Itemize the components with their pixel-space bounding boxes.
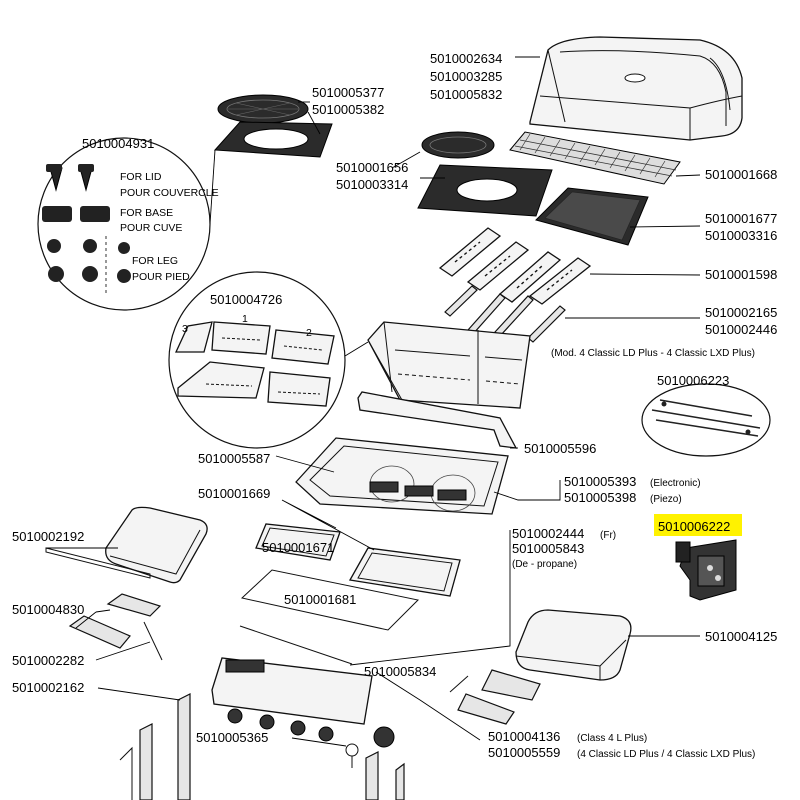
callout-for-base: FOR BASE bbox=[120, 207, 173, 219]
label-5010005559: 5010005559 bbox=[488, 745, 560, 760]
control-panel bbox=[211, 625, 373, 742]
firebox bbox=[367, 321, 531, 409]
heat-shield bbox=[357, 391, 518, 449]
igniter-parts bbox=[345, 726, 395, 768]
label-5010005398: 5010005398 bbox=[564, 490, 636, 505]
left-side-shelf bbox=[45, 506, 208, 584]
callout-for-lid: FOR LID bbox=[120, 171, 162, 183]
burner-tubes bbox=[444, 285, 566, 343]
label-5010005834: 5010005834 bbox=[364, 664, 436, 679]
label-5010001598: 5010001598 bbox=[705, 267, 777, 282]
label-5010001677: 5010001677 bbox=[705, 211, 777, 226]
label-5010005393: 5010005393 bbox=[564, 474, 636, 489]
lid-part bbox=[529, 36, 743, 141]
label-model-note: (Mod. 4 Classic LD Plus - 4 Classic LXD … bbox=[551, 348, 755, 359]
round-grill-rack bbox=[217, 94, 309, 124]
callout-for-leg: FOR LEG bbox=[132, 255, 178, 267]
label-5010002192: 5010002192 bbox=[12, 529, 84, 544]
label-5010004726: 5010004726 bbox=[210, 292, 282, 307]
label-5010005587: 5010005587 bbox=[198, 451, 270, 466]
label-5010001681: 5010001681 bbox=[284, 592, 356, 607]
highlight-box bbox=[654, 514, 742, 536]
label-5010002634: 5010002634 bbox=[430, 51, 502, 66]
label-5010004830: 5010004830 bbox=[12, 602, 84, 617]
callout-pour-cuve: POUR CUVE bbox=[120, 222, 182, 234]
label-5010001669: 5010001669 bbox=[198, 486, 270, 501]
label-fr: (Fr) bbox=[600, 530, 616, 541]
label-5010006223: 5010006223 bbox=[657, 373, 729, 388]
cart-legs bbox=[119, 693, 405, 800]
ignition-module bbox=[675, 539, 737, 601]
label-5010005382: 5010005382 bbox=[312, 102, 384, 117]
label-5010001668: 5010001668 bbox=[705, 167, 777, 182]
callout-labels: FOR LID POUR COUVERCLE FOR BASE POUR CUV… bbox=[120, 171, 312, 339]
part-labels: 5010002634 5010003285 5010005832 5010005… bbox=[12, 51, 777, 760]
callout-pour-pied: POUR PIED bbox=[132, 271, 190, 283]
round-grill-center bbox=[421, 131, 495, 159]
tray-rail bbox=[240, 569, 420, 631]
label-5010005843: 5010005843 bbox=[512, 541, 584, 556]
callout-number-3: 3 bbox=[182, 323, 188, 335]
leader-lines bbox=[46, 56, 701, 747]
label-5010002444: 5010002444 bbox=[512, 526, 584, 541]
label-5010003285: 5010003285 bbox=[430, 69, 502, 84]
griddle-plate bbox=[535, 187, 649, 246]
cast-iron-grate-left bbox=[417, 164, 553, 217]
right-side-shelf bbox=[515, 609, 632, 681]
callout-number-2: 2 bbox=[306, 327, 312, 339]
label-5010001656: 5010001656 bbox=[336, 160, 408, 175]
label-5010002165: 5010002165 bbox=[705, 305, 777, 320]
label-5010003316: 5010003316 bbox=[705, 228, 777, 243]
label-4-classic-ld-lxd: (4 Classic LD Plus / 4 Classic LXD Plus) bbox=[577, 749, 755, 760]
label-piezo: (Piezo) bbox=[650, 494, 682, 505]
callout-pour-couvercle: POUR COUVERCLE bbox=[120, 187, 219, 199]
label-5010001671: 5010001671 bbox=[262, 540, 334, 555]
label-5010004931: 5010004931 bbox=[82, 136, 154, 151]
label-5010005596: 5010005596 bbox=[524, 441, 596, 456]
hardware-kit-zoom bbox=[37, 137, 216, 311]
label-5010005832: 5010005832 bbox=[430, 87, 502, 102]
label-de-propane: (De - propane) bbox=[512, 559, 577, 570]
label-5010005365: 5010005365 bbox=[196, 730, 268, 745]
label-5010002162: 5010002162 bbox=[12, 680, 84, 695]
callout-number-1: 1 bbox=[242, 313, 248, 325]
label-5010006222: 5010006222 bbox=[658, 519, 730, 534]
heat-deflector-zoom bbox=[168, 271, 369, 449]
grate-frame-plate bbox=[213, 121, 333, 158]
drip-tray-large bbox=[348, 547, 461, 597]
label-5010004136: 5010004136 bbox=[488, 729, 560, 744]
bottom-frame bbox=[295, 437, 509, 515]
flame-tamers bbox=[438, 227, 592, 305]
left-brackets bbox=[68, 593, 163, 661]
label-5010004125: 5010004125 bbox=[705, 629, 777, 644]
label-5010005377: 5010005377 bbox=[312, 85, 384, 100]
label-electronic: (Electronic) bbox=[650, 478, 701, 489]
label-5010002446: 5010002446 bbox=[705, 322, 777, 337]
label-5010002282: 5010002282 bbox=[12, 653, 84, 668]
right-brackets bbox=[449, 669, 541, 725]
warming-rack bbox=[509, 131, 681, 185]
label-class-4-l-plus: (Class 4 L Plus) bbox=[577, 733, 647, 744]
skewer-kit-zoom bbox=[641, 383, 771, 457]
label-5010003314: 5010003314 bbox=[336, 177, 408, 192]
